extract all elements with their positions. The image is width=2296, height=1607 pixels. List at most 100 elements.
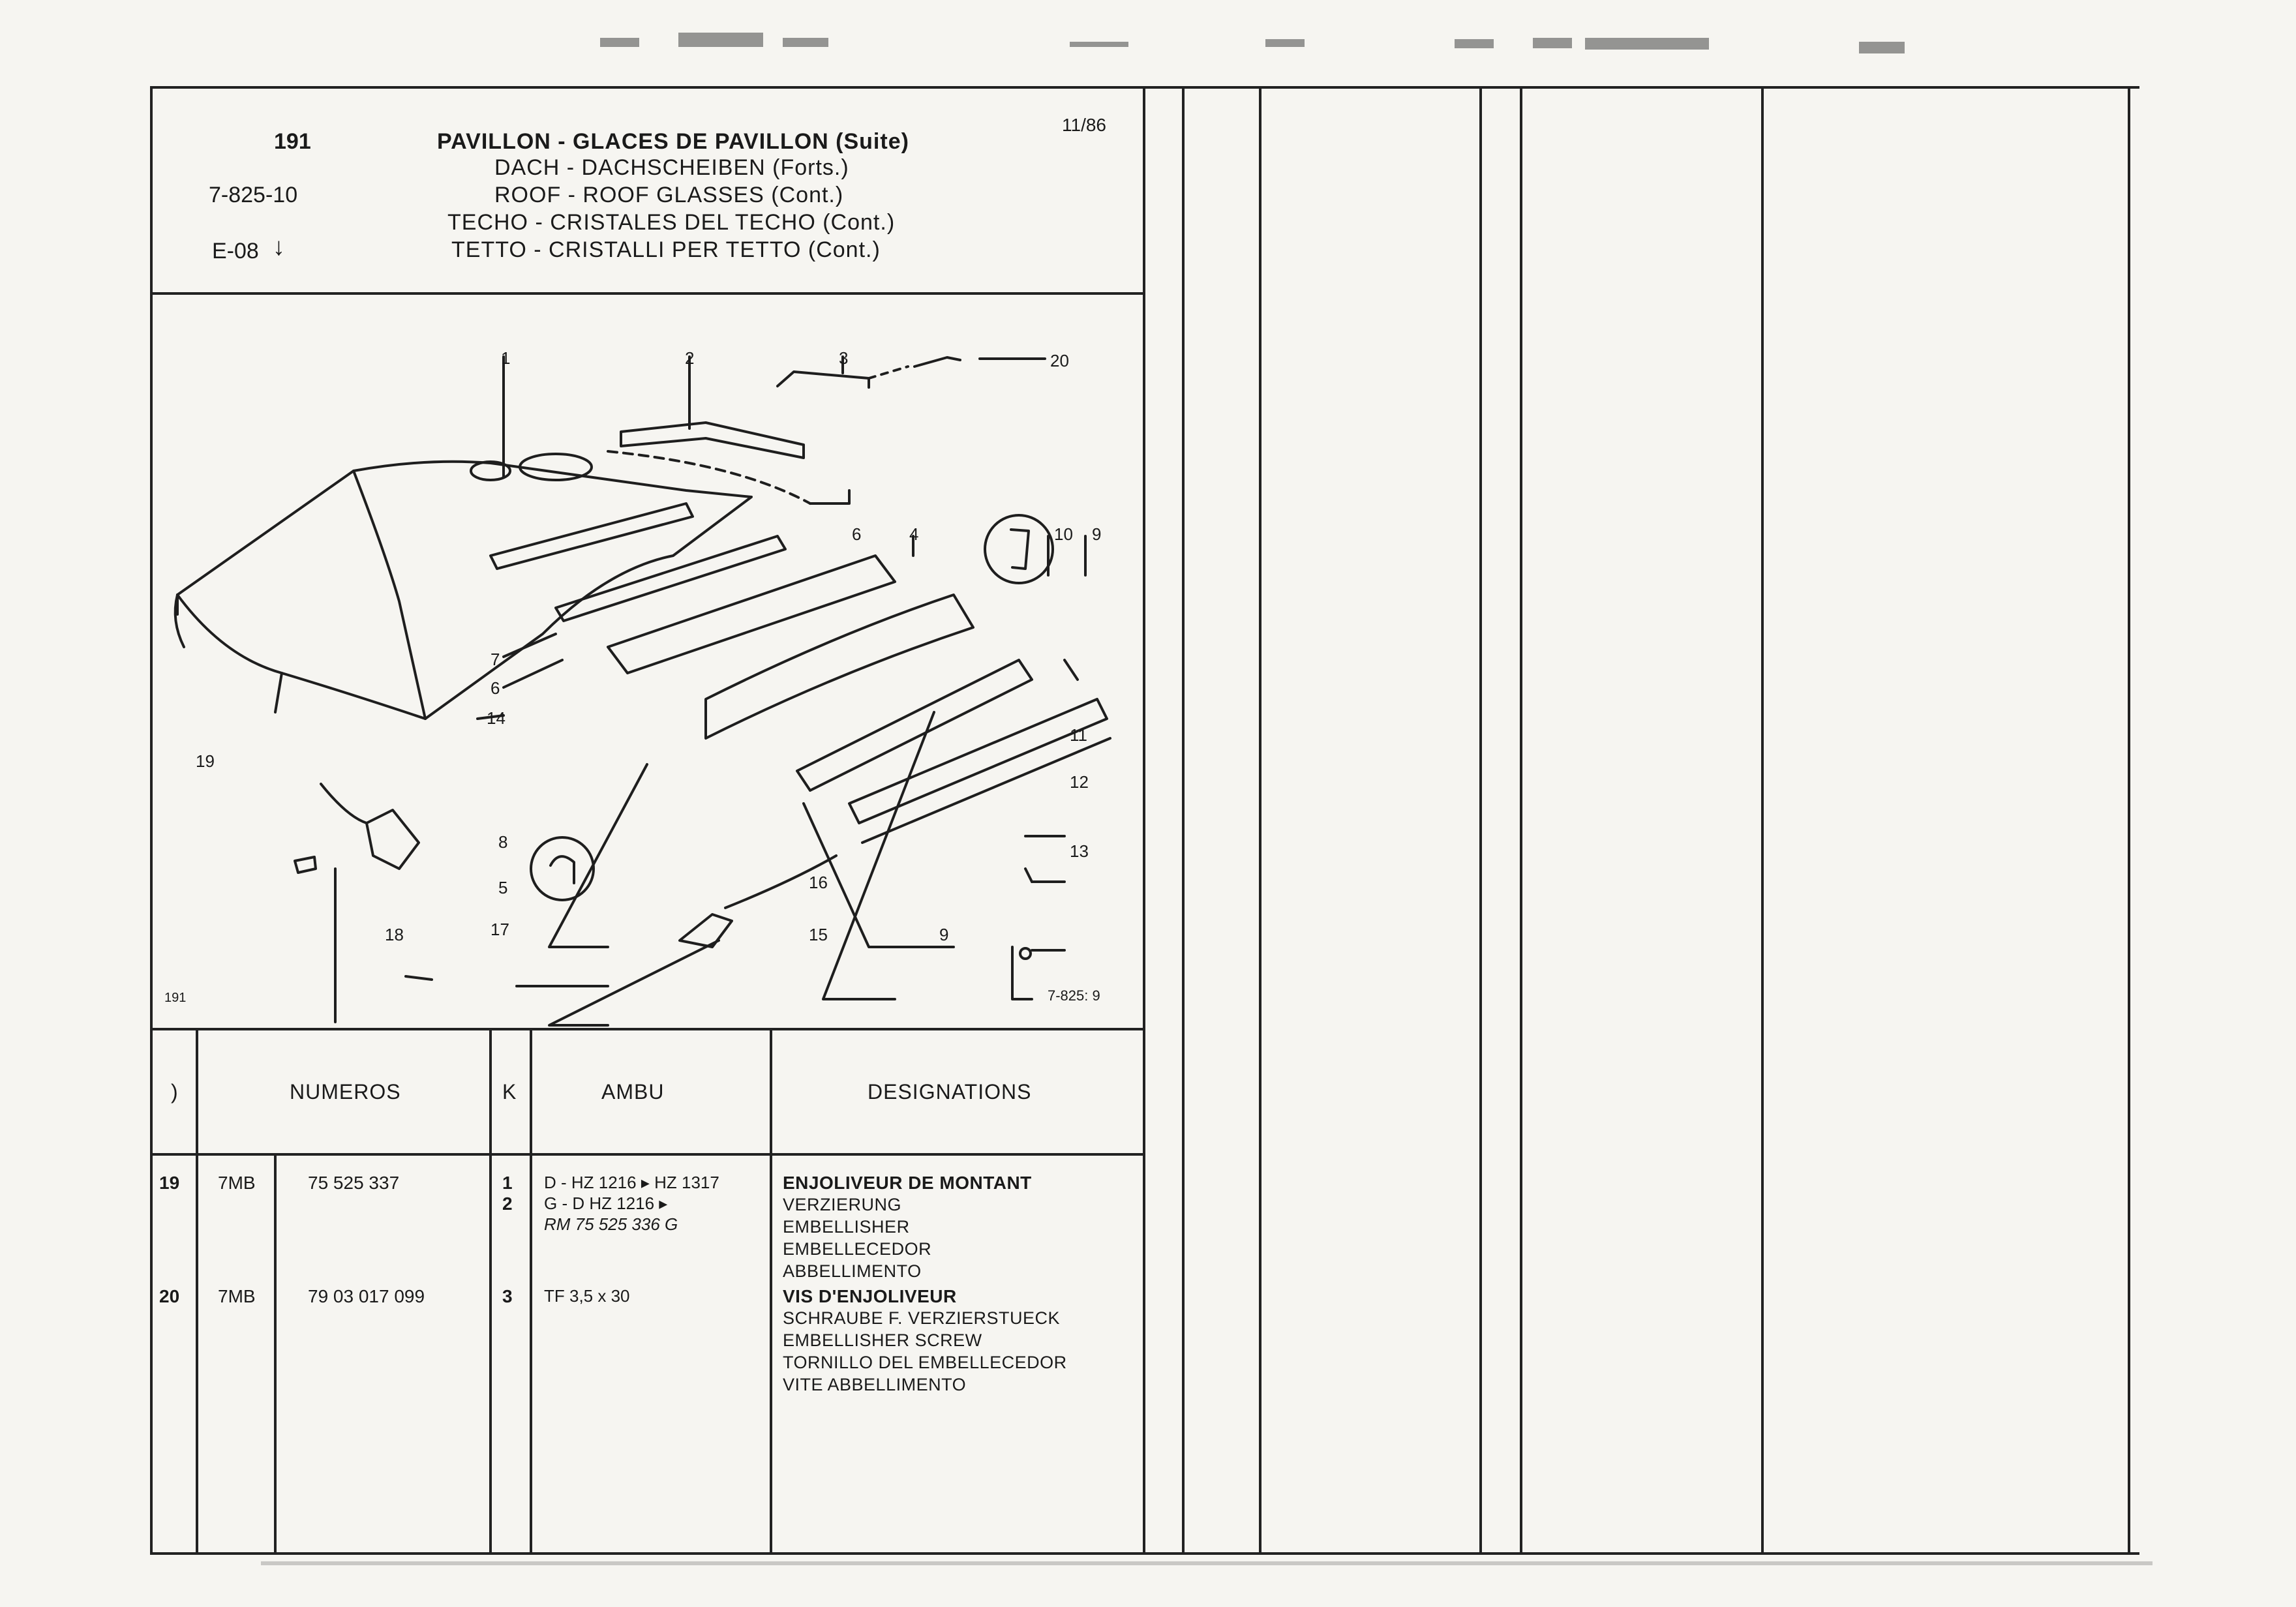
detail-circle-upper (984, 514, 1054, 584)
row-k: 3 (502, 1286, 513, 1306)
scan-smudge (1585, 38, 1709, 50)
callout-10: 10 (1054, 524, 1073, 544)
col-head-index: ) (171, 1080, 179, 1104)
title-it: TETTO - CRISTALLI PER TETTO (Cont.) (451, 237, 881, 262)
roof-vent (519, 453, 593, 481)
row-ref: 19 (159, 1173, 180, 1193)
col-head-numeros: NUMEROS (290, 1080, 401, 1104)
ref-code: 7-825-10 (209, 183, 298, 207)
scan-smudge (1265, 39, 1305, 47)
title-es: TECHO - CRISTALES DEL TECHO (Cont.) (447, 210, 896, 235)
column-line (1259, 86, 1261, 1555)
column-line (2128, 86, 2130, 1555)
row-model: 7MB (218, 1286, 256, 1306)
callout-4: 4 (909, 524, 919, 544)
header-divider (150, 292, 1145, 295)
row-k: 1 (502, 1173, 513, 1193)
table-col-divider (489, 1028, 492, 1555)
scan-smudge (678, 33, 763, 47)
callout-3: 3 (839, 348, 849, 368)
roof-shell (176, 460, 753, 720)
callout-15: 15 (809, 925, 828, 944)
part-13 (1019, 947, 1032, 960)
title-en: ROOF - ROOF GLASSES (Cont.) (494, 183, 844, 207)
scan-smudge (1070, 42, 1128, 47)
row-ambu: D - HZ 1216 ▸ HZ 1317 (544, 1173, 719, 1192)
scan-smudge (1859, 42, 1905, 53)
exploded-roof-diagram (174, 355, 1111, 1027)
scan-smudge (1533, 38, 1572, 48)
page-number: 191 (274, 129, 311, 154)
col-head-k: K (502, 1080, 517, 1104)
callout-5: 5 (498, 878, 508, 897)
title-fr: PAVILLON - GLACES DE PAVILLON (Suite) (437, 129, 909, 154)
arrow-down-icon: ↓ (273, 233, 285, 261)
callout-6: 6 (852, 524, 862, 544)
designation-de: SCHRAUBE F. VERZIERSTUECK (783, 1308, 1061, 1328)
row-number: 75 525 337 (308, 1173, 400, 1193)
column-line (1182, 86, 1185, 1555)
row-number: 79 03 017 099 (308, 1286, 425, 1306)
part-15-strip (796, 659, 1033, 792)
part-17 (678, 913, 733, 948)
roof-fold (352, 470, 427, 720)
designation-es: EMBELLECEDOR (783, 1239, 932, 1259)
glass-strip-a (489, 502, 694, 570)
callout-16: 16 (809, 873, 828, 892)
designation-fr: VIS D'ENJOLIVEUR (783, 1286, 957, 1306)
callout-1: 1 (501, 348, 511, 368)
edition-date: 11/86 (1062, 115, 1106, 135)
row-ref: 20 (159, 1286, 180, 1306)
title-de: DACH - DACHSCHEIBEN (Forts.) (494, 155, 849, 180)
designation-fr: ENJOLIVEUR DE MONTANT (783, 1173, 1032, 1193)
table-header-divider (150, 1153, 1145, 1156)
table-top (150, 1028, 1145, 1030)
row-k: 2 (502, 1194, 513, 1214)
callout-17: 17 (491, 920, 509, 939)
callout-9: 9 (1092, 524, 1102, 544)
row-ambu: RM 75 525 336 G (544, 1214, 678, 1234)
column-line (1520, 86, 1522, 1555)
column-line (1479, 86, 1482, 1555)
designation-es: TORNILLO DEL EMBELLECEDOR (783, 1353, 1067, 1372)
part-20-screw (913, 356, 961, 368)
designation-it: VITE ABBELLIMENTO (783, 1375, 967, 1394)
callout-7: 7 (491, 650, 500, 669)
table-col-divider (770, 1028, 772, 1555)
part-4-glass (607, 554, 896, 674)
callout-18: 18 (385, 925, 404, 944)
callout-19: 19 (196, 751, 215, 771)
callout-11: 11 (1070, 725, 1087, 745)
figure-page-label: 191 (164, 991, 187, 1005)
part-12 (1024, 867, 1033, 883)
part-9-strip (848, 698, 1108, 824)
table-col-divider (196, 1028, 198, 1555)
designation-en: EMBELLISHER (783, 1217, 910, 1237)
callout-14: 14 (487, 708, 506, 728)
table-col-divider (274, 1153, 277, 1555)
row-model: 7MB (218, 1173, 256, 1193)
frame-left (150, 86, 153, 1555)
callout-6b: 6 (491, 678, 500, 698)
callout-13: 13 (1070, 841, 1089, 861)
scan-smudge (600, 38, 639, 47)
callout-8: 8 (498, 832, 508, 852)
col-head-designations: DESIGNATIONS (868, 1080, 1032, 1104)
panel-divider (1143, 86, 1145, 1555)
detail-circle-lower (530, 836, 595, 901)
col-head-ambu: AMBU (601, 1080, 665, 1104)
callout-2: 2 (685, 348, 695, 368)
callout-20: 20 (1050, 351, 1069, 370)
edition-code: E-08 (212, 239, 259, 263)
table-col-divider (530, 1028, 532, 1555)
column-line (1761, 86, 1764, 1555)
row-ambu: G - D HZ 1216 ▸ (544, 1194, 668, 1213)
part-18 (365, 809, 420, 870)
row-ambu: TF 3,5 x 30 (544, 1286, 630, 1306)
callout-12: 12 (1070, 772, 1089, 792)
figure-ref: 7-825: 9 (1048, 987, 1100, 1004)
designation-en: EMBELLISHER SCREW (783, 1330, 982, 1350)
part-4-panel (704, 593, 974, 740)
callout-9b: 9 (939, 925, 949, 944)
